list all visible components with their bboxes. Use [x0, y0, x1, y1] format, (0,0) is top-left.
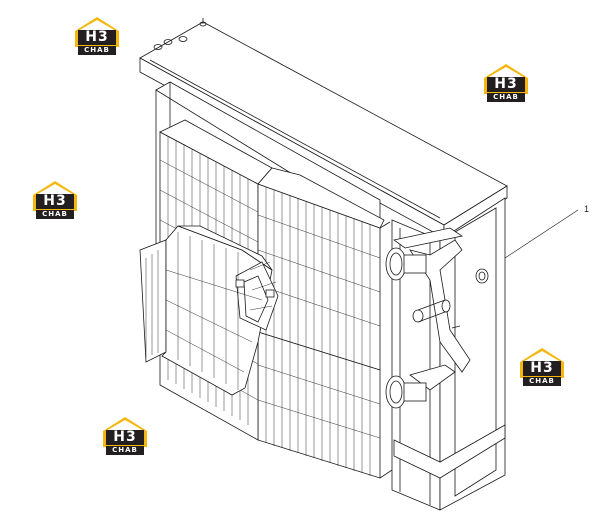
watermark-mark: H3	[113, 429, 137, 445]
watermark-sub: CHAB	[36, 210, 74, 219]
watermark-mark: H3	[43, 193, 67, 209]
watermark-logo: H3 CHAB	[484, 64, 528, 102]
watermark-mark: H3	[494, 76, 518, 92]
watermark-sub: CHAB	[106, 446, 144, 455]
watermark-logo: H3 CHAB	[75, 17, 119, 55]
watermark-mark: H3	[530, 360, 554, 376]
watermark-logo: H3 CHAB	[103, 417, 147, 455]
callout-leader-line	[504, 209, 579, 259]
watermark-logo: H3 CHAB	[520, 348, 564, 386]
watermark-sub: CHAB	[523, 377, 561, 386]
watermark-sub: CHAB	[487, 93, 525, 102]
watermark-sub: CHAB	[78, 46, 116, 55]
part-callout-number: 1	[584, 204, 590, 214]
side-tank	[385, 197, 506, 511]
watermark-logo: H3 CHAB	[33, 181, 77, 219]
watermark-mark: H3	[85, 29, 109, 45]
fan-guard	[139, 225, 279, 396]
